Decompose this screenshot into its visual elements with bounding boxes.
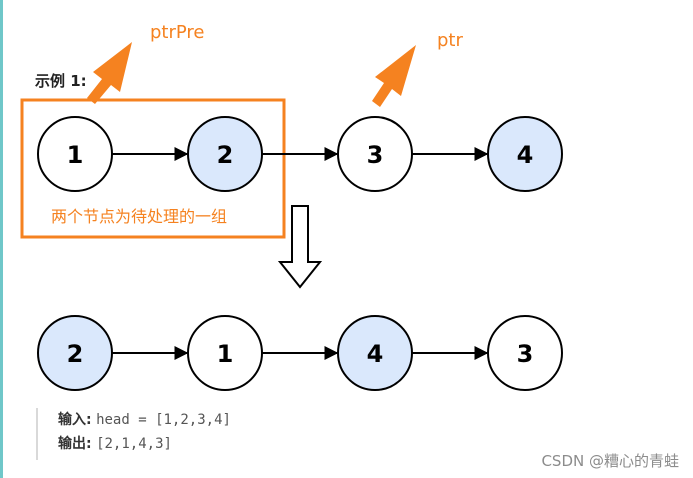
top-node-label-1: 1 [67,141,84,169]
bottom-node-label-3: 4 [367,340,384,368]
input-line: 输入: head = [1,2,3,4] [58,408,231,432]
watermark: CSDN @糟心的青蛙 [541,452,679,470]
bottom-node-1 [37,315,113,391]
output-value: [2,1,4,3] [96,436,172,452]
ptrpre-label: ptrPre [150,22,205,43]
down-arrow-icon [277,205,323,289]
bottom-node-4 [487,315,563,391]
output-line: 输出: [2,1,4,3] [58,432,231,456]
bottom-node-2 [187,315,263,391]
group-box [20,98,286,239]
bottom-linked-list: 2 1 4 3 [37,315,563,391]
top-node-label-3: 3 [367,141,384,169]
bottom-node-label-1: 2 [67,340,84,368]
ptrpre-arrow-icon [87,42,132,104]
top-node-label-4: 4 [517,141,534,169]
bottom-node-label-4: 3 [517,340,534,368]
ptr-arrow-icon [372,45,416,107]
input-value: head = [1,2,3,4] [96,412,231,428]
example-title: 示例 1: [35,72,87,90]
output-label: 输出: [58,436,92,452]
top-node-2 [187,116,263,192]
top-node-4 [487,116,563,192]
ptr-label: ptr [437,30,463,51]
top-node-label-2: 2 [217,141,234,169]
input-label: 输入: [58,412,92,428]
top-node-3 [337,116,413,192]
top-node-1 [37,116,113,192]
bottom-node-label-2: 1 [217,340,234,368]
example-io-block: 输入: head = [1,2,3,4] 输出: [2,1,4,3] [36,408,231,460]
group-caption: 两个节点为待处理的一组 [51,207,227,226]
top-linked-list: 1 2 3 4 [37,116,563,192]
left-border [0,0,3,478]
bottom-node-3 [337,315,413,391]
